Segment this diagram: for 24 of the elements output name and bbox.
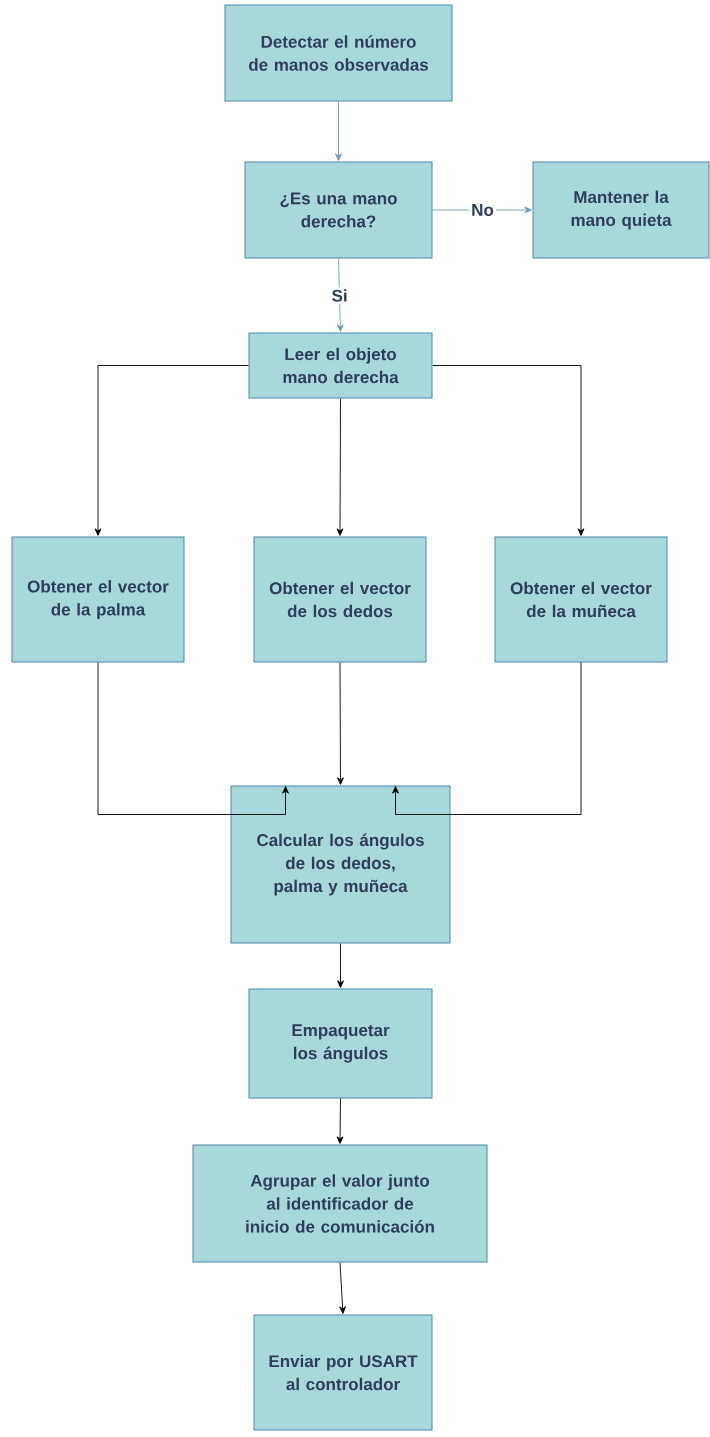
arrow [432,365,585,536]
arrow [335,101,342,161]
process-box: Empaquetar los ángulos [248,988,433,1099]
process-box: Agrupar el valor junto al identificador de inicio de comunicación [192,1144,488,1263]
process-box: Obtener el vector de la muñeca [494,536,668,663]
edge-label: Si [329,287,350,304]
process-box: Leer el objeto mano derecha [248,332,433,399]
process-box: ¿Es una mano derecha? [244,161,433,259]
arrow [336,1098,344,1144]
process-box: Enviar por USART al controlador [253,1314,433,1431]
process-box: Obtener el vector de la palma [11,536,185,663]
arrow [94,365,249,536]
arrow [337,662,344,785]
arrow [339,1262,346,1314]
arrow [97,662,289,815]
arrow [336,398,344,536]
arrow [392,662,582,815]
process-box: Obtener el vector de los dedos [253,536,427,663]
process-box: Calcular los ángulos de los dedos, palma y muñeca [230,785,451,944]
process-box: Detectar el número de manos observadas [224,4,453,102]
edge-label: No [469,202,496,218]
arrow [337,943,344,988]
arrow [336,258,344,332]
process-box: Mantener la mano quieta [532,161,710,259]
